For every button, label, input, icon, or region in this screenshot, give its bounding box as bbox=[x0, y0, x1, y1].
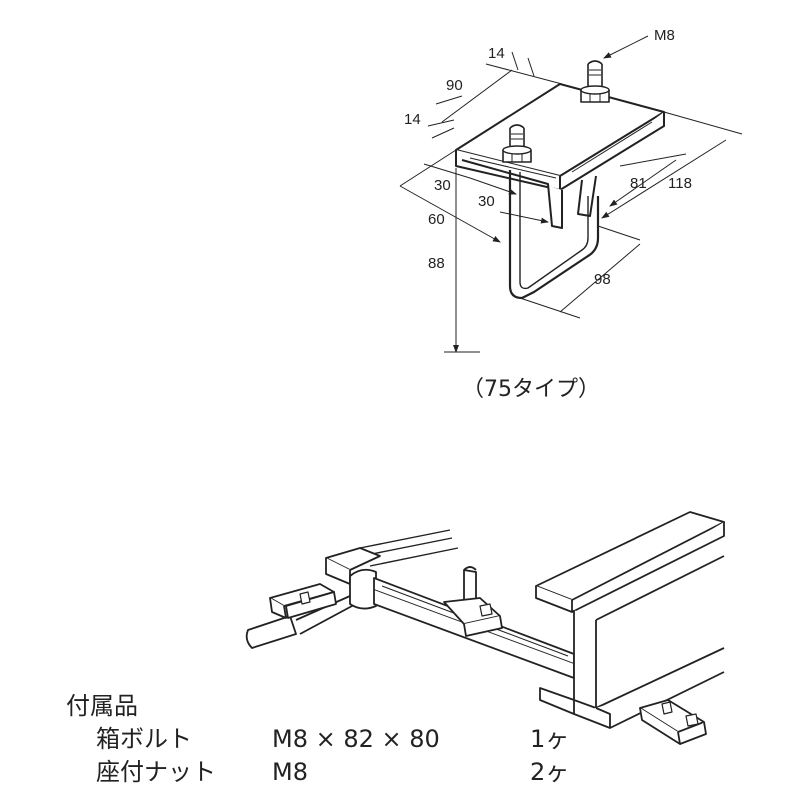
installation-illustration bbox=[245, 511, 725, 745]
dim-outer-depth: 118 bbox=[668, 175, 692, 192]
channel-clamp bbox=[443, 566, 503, 637]
bolt-right bbox=[580, 60, 610, 103]
dim-offset-b: 30 bbox=[478, 193, 495, 210]
dim-lip: 60 bbox=[428, 211, 445, 228]
accessory-spec: M8 × 82 × 80 bbox=[272, 725, 440, 753]
dim-inner-depth: 81 bbox=[630, 175, 647, 192]
u-bolt bbox=[508, 170, 600, 300]
accessories-title: 付属品 bbox=[66, 692, 138, 720]
accessories-list: 付属品 箱ボルト M8 × 82 × 80 1ヶ 座付ナット M8 2ヶ bbox=[66, 690, 626, 789]
accessory-qty: 1ヶ bbox=[530, 725, 570, 753]
accessories-title-row: 付属品 bbox=[66, 690, 626, 723]
pipe-coupling bbox=[269, 547, 381, 619]
accessory-name: 箱ボルト bbox=[96, 725, 192, 753]
bracket-75-drawing bbox=[455, 60, 665, 300]
figure-caption: （75タイプ） bbox=[462, 377, 600, 402]
dim-top-width: 90 bbox=[446, 77, 463, 94]
dim-height: 88 bbox=[428, 255, 445, 272]
accessory-item: 座付ナット M8 2ヶ bbox=[66, 756, 626, 789]
dim-offset-a: 30 bbox=[434, 177, 451, 194]
accessory-name: 座付ナット bbox=[96, 758, 216, 786]
accessory-spec: M8 bbox=[272, 758, 308, 786]
dim-top-flange-a: 14 bbox=[488, 45, 505, 62]
accessory-qty: 2ヶ bbox=[530, 758, 570, 786]
bolt-label: M8 bbox=[654, 27, 675, 44]
dimension-labels: M8 14 90 14 30 30 60 88 81 118 98 bbox=[404, 27, 692, 288]
accessory-item: 箱ボルト M8 × 82 × 80 1ヶ bbox=[66, 723, 626, 756]
dim-bottom-depth: 98 bbox=[594, 271, 611, 288]
i-beam bbox=[535, 511, 725, 729]
dimension-lines bbox=[399, 35, 743, 353]
dim-top-flange-b: 14 bbox=[404, 111, 421, 128]
bolt-left bbox=[502, 124, 532, 163]
flange-clamp bbox=[639, 699, 707, 745]
